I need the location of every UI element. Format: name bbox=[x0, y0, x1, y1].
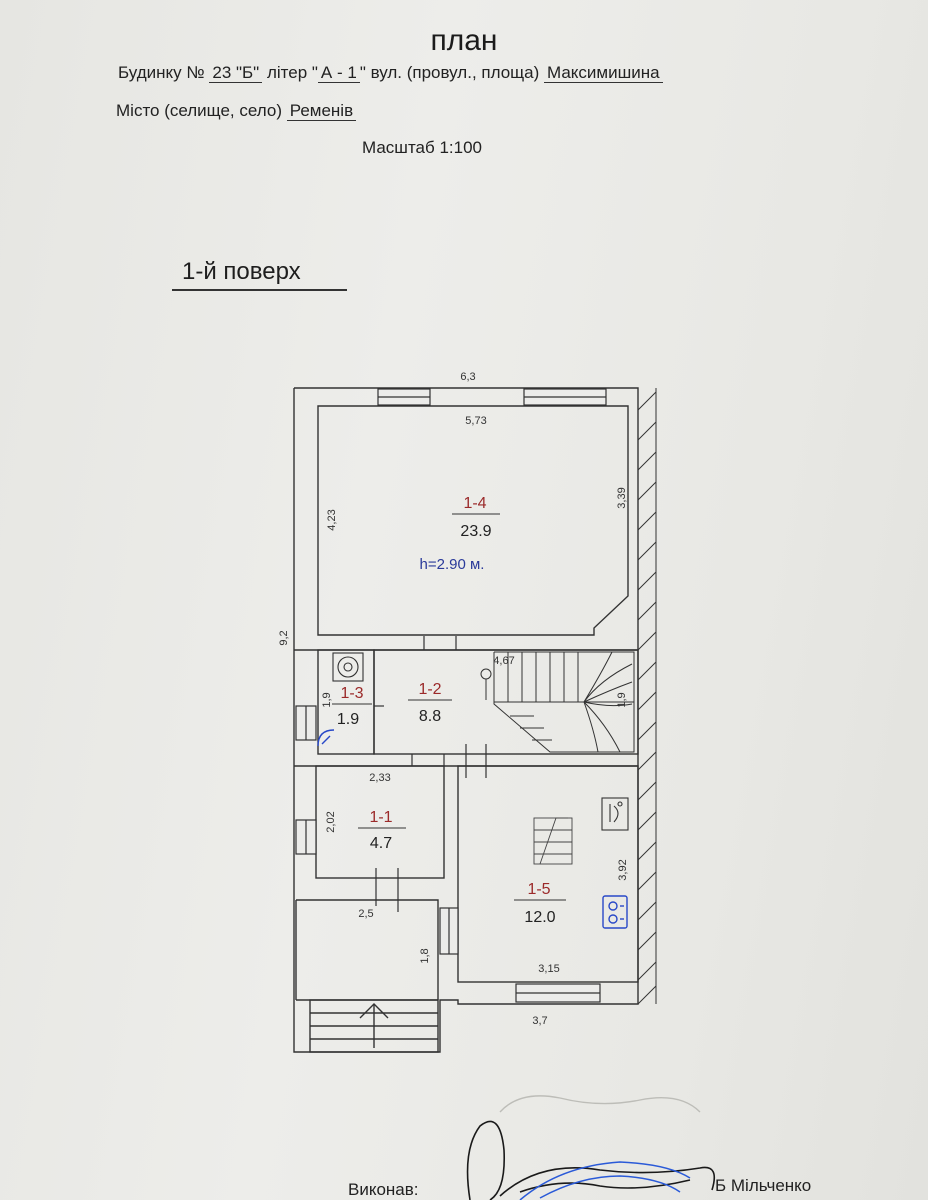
fixtures bbox=[332, 652, 629, 831]
engineer-name: Б Мільченко bbox=[715, 1176, 812, 1195]
room-number: 1-4 bbox=[463, 495, 486, 512]
dim-room-1-3: 1,9 bbox=[321, 692, 333, 707]
room-height: h=2.90 м. bbox=[420, 556, 485, 573]
windows bbox=[295, 388, 607, 1003]
dim-bottom-width: 3,7 bbox=[532, 1015, 547, 1027]
room-number: 1-5 bbox=[527, 881, 550, 898]
hatched-wall bbox=[637, 388, 657, 1005]
building-prefix: Будинку № bbox=[118, 63, 205, 82]
executor-label: Виконав: bbox=[348, 1180, 419, 1199]
faint-signature bbox=[499, 1095, 701, 1113]
dim-room-1-5-height: 3,92 bbox=[617, 859, 629, 880]
staircase bbox=[480, 651, 635, 753]
dim-stair-width: 1,9 bbox=[616, 692, 628, 707]
room-1-2: 1-2 8.8 bbox=[408, 681, 452, 725]
doors bbox=[374, 636, 487, 912]
street-name: Максимишина bbox=[544, 63, 663, 83]
dim-corridor-width: 4,67 bbox=[493, 655, 514, 667]
dim-porch-height: 1,8 bbox=[419, 948, 431, 963]
room-area: 8.8 bbox=[419, 708, 441, 725]
scale-note: Масштаб 1:100 bbox=[362, 138, 482, 157]
interior-stair bbox=[533, 817, 573, 865]
letter-prefix: літер " bbox=[266, 63, 318, 82]
building-letter: А - 1 bbox=[317, 63, 360, 83]
floor-label-underline bbox=[172, 289, 347, 291]
dim-inner-width: 5,73 bbox=[465, 415, 486, 427]
building-number: 23 "Б" bbox=[209, 63, 263, 83]
dim-porch-width: 2,5 bbox=[358, 908, 373, 920]
document-title: план bbox=[430, 24, 498, 57]
room-area: 1.9 bbox=[337, 711, 359, 728]
signature bbox=[466, 1120, 716, 1200]
dim-left-1-4: 4,23 bbox=[326, 509, 338, 530]
room-area: 12.0 bbox=[524, 909, 555, 926]
floor-label: 1-й поверх bbox=[182, 258, 301, 285]
blue-fixtures bbox=[317, 729, 628, 929]
room-1-3: 1-3 1.9 bbox=[332, 685, 372, 728]
dim-room-1-5-width: 3,15 bbox=[538, 963, 559, 975]
dim-total-height: 9,2 bbox=[278, 630, 290, 645]
city-prefix: Місто (селище, село) bbox=[116, 101, 282, 120]
room-1-4: 1-4 23.9 h=2.90 м. bbox=[420, 495, 500, 573]
street-prefix: " вул. (провул., площа) bbox=[359, 63, 540, 82]
room-number: 1-3 bbox=[340, 685, 363, 702]
building-line: Будинку № 23 "Б" літер "А - 1" вул. (про… bbox=[118, 63, 663, 83]
room-number: 1-2 bbox=[418, 681, 441, 698]
room-area: 4.7 bbox=[370, 835, 392, 852]
room-1-5: 1-5 12.0 bbox=[514, 881, 566, 926]
dim-outer-width: 6,3 bbox=[460, 371, 475, 383]
room-area: 23.9 bbox=[460, 523, 491, 540]
dim-right-1-4: 3,39 bbox=[616, 487, 628, 508]
stamp bbox=[519, 1161, 691, 1200]
dim-room-1-1-height: 2,02 bbox=[325, 811, 337, 832]
room-number: 1-1 bbox=[369, 809, 392, 826]
city-name: Ременів bbox=[286, 101, 357, 121]
dim-room-1-1-width: 2,33 bbox=[369, 772, 390, 784]
room-1-1: 1-1 4.7 bbox=[358, 809, 406, 852]
city-line: Місто (селище, село) Ременів bbox=[116, 101, 357, 121]
